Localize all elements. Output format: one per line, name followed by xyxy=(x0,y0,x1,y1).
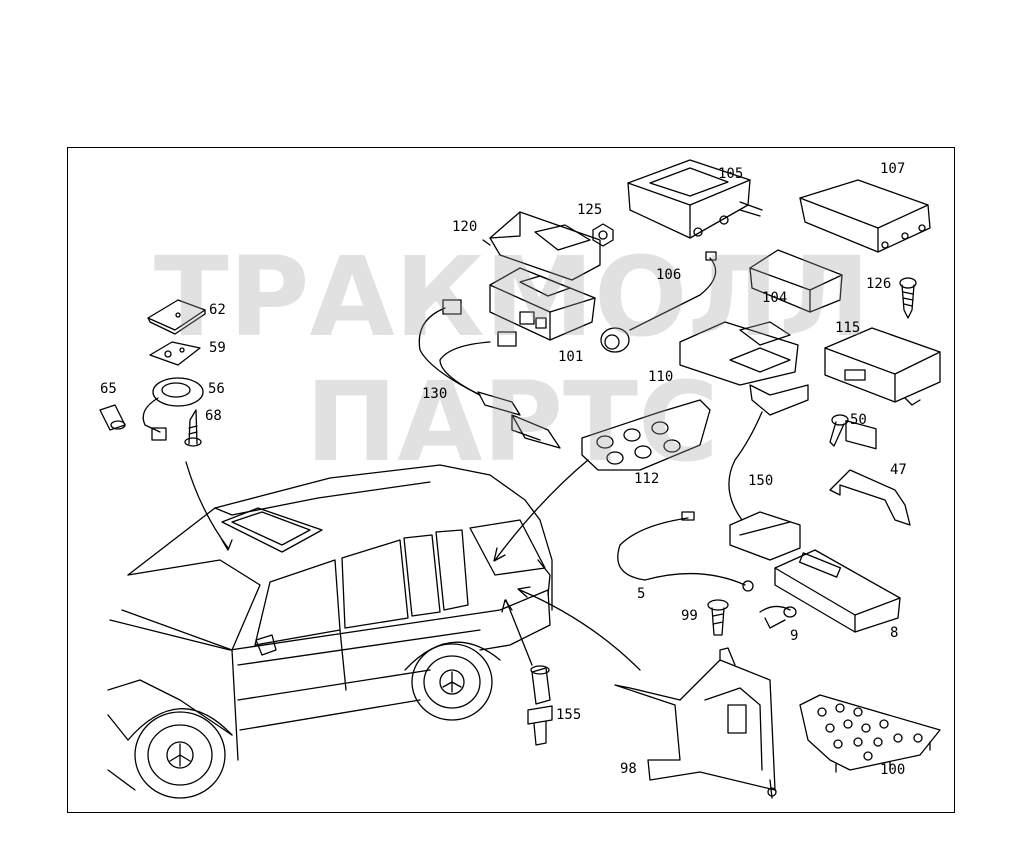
label-5: 5 xyxy=(637,586,646,602)
part-105-control-unit xyxy=(627,159,763,239)
label-99: 99 xyxy=(681,608,698,624)
part-5-cable xyxy=(617,511,754,592)
label-112: 112 xyxy=(634,471,660,487)
label-8: 8 xyxy=(890,625,899,641)
part-9-connector xyxy=(759,605,797,629)
part-107-control-unit xyxy=(799,179,931,450)
label-9: 9 xyxy=(790,628,799,644)
label-50: 50 xyxy=(850,412,867,428)
part-56-sensor xyxy=(142,377,204,441)
part-112-plate xyxy=(581,399,711,471)
label-115: 115 xyxy=(835,320,861,336)
part-8-module xyxy=(774,549,901,633)
label-126: 126 xyxy=(866,276,892,292)
label-125: 125 xyxy=(577,202,603,218)
part-104-control-unit xyxy=(749,249,843,313)
label-62: 62 xyxy=(209,302,226,318)
label-56: 56 xyxy=(208,381,225,397)
label-105: 105 xyxy=(718,166,744,182)
part-155-plug xyxy=(527,665,553,746)
pointer-arrows xyxy=(185,459,641,671)
part-101-control-unit xyxy=(489,267,596,341)
label-130: 130 xyxy=(422,386,448,402)
label-107: 107 xyxy=(880,161,906,177)
part-110-module xyxy=(679,321,809,416)
label-98: 98 xyxy=(620,761,637,777)
label-68: 68 xyxy=(205,408,222,424)
label-101: 101 xyxy=(558,349,584,365)
part-62-plate xyxy=(147,299,206,335)
part-65-cylinder xyxy=(99,404,126,431)
part-100-plate xyxy=(799,694,941,773)
label-150: 150 xyxy=(748,473,774,489)
label-47: 47 xyxy=(890,462,907,478)
label-59: 59 xyxy=(209,340,226,356)
part-126-screw xyxy=(899,277,917,319)
part-98-bracket xyxy=(614,647,777,799)
part-130-harness xyxy=(418,299,561,449)
part-99-screw xyxy=(707,599,729,636)
part-59-pad xyxy=(149,341,201,366)
label-106: 106 xyxy=(656,267,682,283)
part-125-nut xyxy=(592,223,614,247)
diagram-frame xyxy=(67,147,955,813)
part-150-cable xyxy=(728,411,801,561)
part-120-bracket xyxy=(482,211,601,281)
label-120: 120 xyxy=(452,219,478,235)
part-106-cable xyxy=(600,251,717,353)
label-100: 100 xyxy=(880,762,906,778)
part-68-screw xyxy=(184,409,202,447)
part-47-bracket xyxy=(829,469,911,526)
label-110: 110 xyxy=(648,369,674,385)
label-65: 65 xyxy=(100,381,117,397)
label-155: 155 xyxy=(556,707,582,723)
car-illustration xyxy=(107,464,553,799)
part-115-control-unit xyxy=(824,327,941,406)
part-50-screw xyxy=(829,414,849,447)
label-104: 104 xyxy=(762,290,788,306)
